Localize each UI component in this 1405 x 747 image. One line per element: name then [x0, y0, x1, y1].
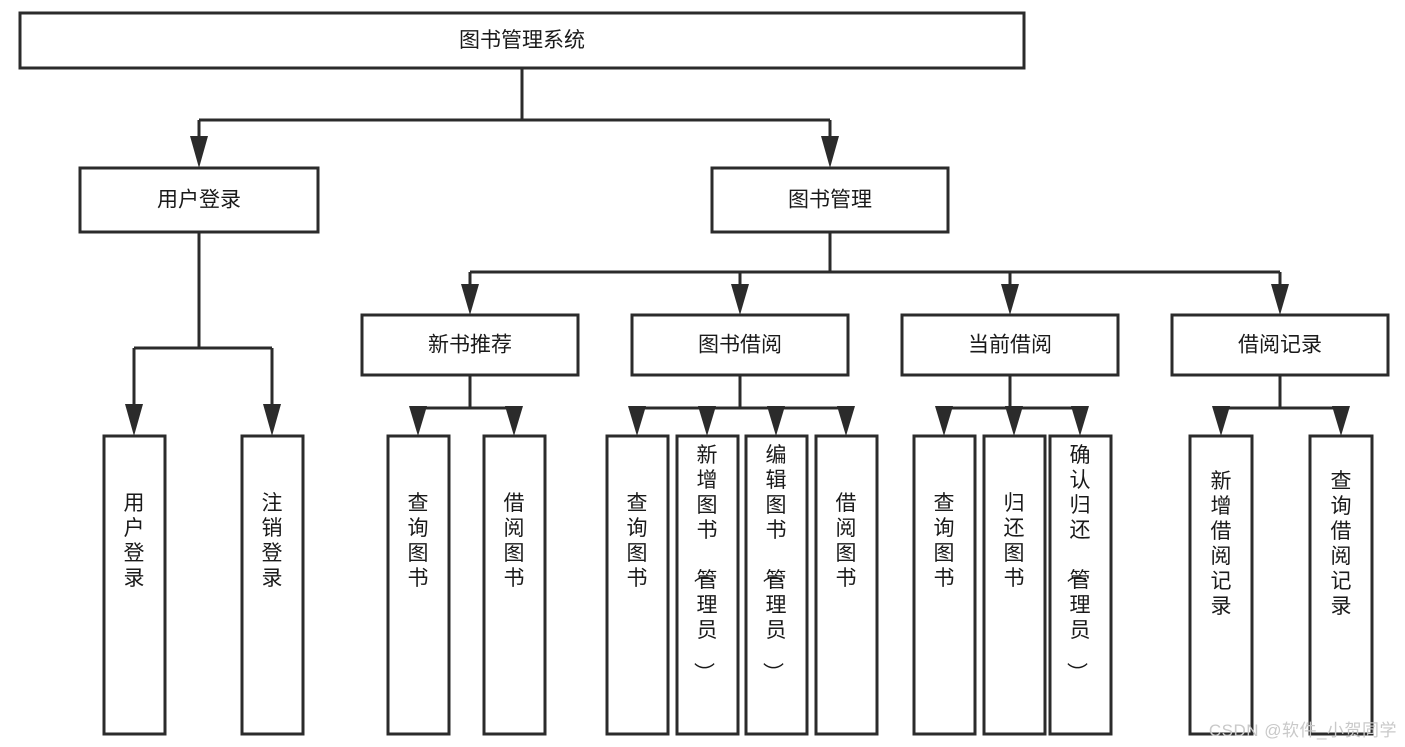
node-user-login[interactable]: 用户登录 [78, 166, 320, 234]
node-current-borrow-box[interactable] [900, 313, 1120, 377]
node-leaf-borrow-book-new-label: 借阅图书 [504, 492, 525, 590]
node-root-system[interactable]: 图书管理系统 [18, 11, 1026, 70]
node-current-borrow[interactable]: 当前借阅 [900, 313, 1120, 377]
node-leaf-add-book-admin[interactable]: 新增图书（管理员） [675, 434, 740, 736]
node-new-book-recommend-box[interactable] [360, 313, 580, 377]
arrow-book-to-record [1271, 284, 1289, 315]
node-book-borrow-label: 图书借阅 [698, 334, 782, 357]
node-leaf-query-book-current[interactable]: 查询图书 [912, 434, 977, 736]
node-borrow-record-label: 借阅记录 [1238, 334, 1322, 357]
node-leaf-user-login-box[interactable] [102, 434, 167, 736]
node-leaf-confirm-return-admin[interactable]: 确认归还（管理员） [1048, 434, 1113, 736]
arrow-newbook-leaf-1 [409, 406, 427, 436]
node-leaf-edit-book-admin-label: 编辑图书（管理员） [761, 444, 787, 683]
arrow-user-leaf-2 [263, 404, 281, 436]
node-leaf-user-login-label: 用户登录 [124, 492, 145, 590]
node-leaf-edit-book-admin[interactable]: 编辑图书（管理员） [744, 434, 809, 736]
node-leaf-add-book-admin-box[interactable] [675, 434, 740, 736]
node-current-borrow-label: 当前借阅 [968, 334, 1052, 357]
node-leaf-query-borrow-record-box[interactable] [1308, 434, 1374, 736]
node-book-management[interactable]: 图书管理 [710, 166, 950, 234]
arrow-current-leaf-3 [1071, 406, 1089, 436]
node-book-management-label: 图书管理 [788, 189, 872, 212]
connector-group-user-login [125, 232, 281, 436]
connector-group-new-book [409, 375, 523, 436]
node-leaf-borrow-book[interactable]: 借阅图书 [814, 434, 879, 736]
arrow-borrow-leaf-1 [628, 406, 646, 436]
node-leaf-add-borrow-record[interactable]: 新增借阅记录 [1188, 434, 1254, 736]
node-root-system-label: 图书管理系统 [459, 29, 585, 52]
node-leaf-query-book-borrow-box[interactable] [605, 434, 670, 736]
node-borrow-record[interactable]: 借阅记录 [1170, 313, 1390, 377]
arrow-root-to-user [190, 136, 208, 168]
node-leaf-return-book-box[interactable] [982, 434, 1047, 736]
connector-group-book-manage [461, 232, 1289, 315]
node-new-book-recommend[interactable]: 新书推荐 [360, 313, 580, 377]
arrow-book-to-current [1001, 284, 1019, 315]
connector-group-root [190, 68, 839, 168]
node-leaf-borrow-book-new-box[interactable] [482, 434, 547, 736]
node-leaf-logout[interactable]: 注销登录 [240, 434, 305, 736]
arrow-record-leaf-1 [1212, 406, 1230, 436]
node-new-book-recommend-label: 新书推荐 [428, 334, 512, 357]
node-leaf-query-book-borrow[interactable]: 查询图书 [605, 434, 670, 736]
node-book-borrow[interactable]: 图书借阅 [630, 313, 850, 377]
node-leaf-query-book-new-box[interactable] [386, 434, 451, 736]
node-book-management-box[interactable] [710, 166, 950, 234]
node-leaf-add-borrow-record-box[interactable] [1188, 434, 1254, 736]
arrow-borrow-leaf-3 [767, 406, 785, 436]
node-leaf-logout-label: 注销登录 [262, 492, 283, 590]
node-leaf-borrow-book-new[interactable]: 借阅图书 [482, 434, 547, 736]
arrow-current-leaf-1 [935, 406, 953, 436]
node-leaf-return-book-label: 归还图书 [1004, 492, 1025, 590]
node-leaf-add-borrow-record-label: 新增借阅记录 [1211, 470, 1232, 618]
arrow-borrow-leaf-4 [837, 406, 855, 436]
node-leaf-query-borrow-record[interactable]: 查询借阅记录 [1308, 434, 1374, 736]
node-book-borrow-box[interactable] [630, 313, 850, 377]
node-leaf-borrow-book-label: 借阅图书 [836, 492, 857, 590]
node-leaf-query-book-new[interactable]: 查询图书 [386, 434, 451, 736]
node-leaf-return-book[interactable]: 归还图书 [982, 434, 1047, 736]
node-leaf-query-borrow-record-label: 查询借阅记录 [1331, 470, 1352, 618]
connector-group-borrow-record [1212, 375, 1350, 436]
node-leaf-logout-box[interactable] [240, 434, 305, 736]
node-leaf-confirm-return-admin-box[interactable] [1048, 434, 1113, 736]
arrow-current-leaf-2 [1005, 406, 1023, 436]
node-leaf-query-book-current-box[interactable] [912, 434, 977, 736]
connector-group-borrow-book [628, 375, 855, 436]
arrow-record-leaf-2 [1332, 406, 1350, 436]
node-leaf-edit-book-admin-box[interactable] [744, 434, 809, 736]
arrow-book-to-borrow [731, 284, 749, 315]
arrow-newbook-leaf-2 [505, 406, 523, 436]
arrow-book-to-newbook [461, 284, 479, 315]
node-leaf-query-book-current-label: 查询图书 [934, 492, 955, 590]
node-leaf-confirm-return-admin-label: 确认归还（管理员） [1065, 444, 1091, 683]
node-leaf-query-book-new-label: 查询图书 [408, 492, 429, 590]
node-user-login-box[interactable] [78, 166, 320, 234]
node-leaf-user-login[interactable]: 用户登录 [102, 434, 167, 736]
node-leaf-query-book-borrow-label: 查询图书 [627, 492, 648, 590]
node-root-system-box[interactable] [18, 11, 1026, 70]
node-leaf-add-book-admin-label: 新增图书（管理员） [692, 444, 718, 683]
node-leaf-borrow-book-box[interactable] [814, 434, 879, 736]
arrow-borrow-leaf-2 [698, 406, 716, 436]
connector-group-current-borrow [935, 375, 1089, 436]
arrow-root-to-book [821, 136, 839, 168]
node-user-login-label: 用户登录 [157, 189, 241, 212]
arrow-user-leaf-1 [125, 404, 143, 436]
node-borrow-record-box[interactable] [1170, 313, 1390, 377]
